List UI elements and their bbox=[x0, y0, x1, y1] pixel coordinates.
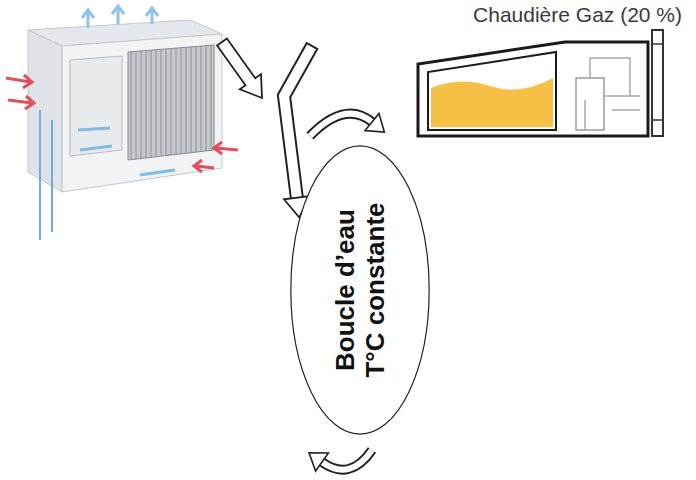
heat-pump-illustration bbox=[214, 142, 238, 154]
boiler-building-illustration bbox=[428, 52, 556, 130]
boiler-building-illustration bbox=[576, 78, 604, 130]
heat-pump-illustration bbox=[6, 75, 32, 88]
connector-outline bbox=[284, 46, 312, 198]
circulation-arrow bbox=[365, 114, 384, 133]
circulation-arrow bbox=[310, 114, 384, 137]
circulation-arrow bbox=[310, 114, 372, 136]
heat-pump-illustration bbox=[82, 10, 94, 28]
boiler-building-illustration bbox=[652, 30, 663, 136]
boiler-building-illustration bbox=[418, 30, 663, 136]
node-label: Chaudière Gaz (20 %) bbox=[312, 2, 682, 28]
heat-pump-illustration bbox=[6, 6, 238, 240]
circulation-arrow bbox=[310, 114, 372, 136]
connector-tail bbox=[306, 43, 318, 50]
heat-pump-illustration bbox=[28, 30, 62, 192]
circulation-arrow bbox=[322, 450, 372, 470]
heat-pump-illustration bbox=[78, 128, 175, 175]
boiler-building-illustration bbox=[585, 58, 640, 130]
heat-pump-illustration bbox=[194, 160, 214, 172]
heat-pump-illustration bbox=[40, 110, 52, 240]
ellipse-outline bbox=[291, 146, 429, 434]
connector-fill bbox=[284, 46, 312, 198]
heat-pump-illustration bbox=[128, 45, 214, 160]
circulation-arrow bbox=[309, 453, 328, 471]
heat-pump-illustration bbox=[8, 96, 34, 109]
boiler-building-illustration bbox=[652, 44, 663, 120]
heat-pump-illustration bbox=[70, 56, 122, 156]
node-label: Boucle d’eau T°C constante bbox=[330, 190, 390, 390]
boiler-building-illustration bbox=[418, 42, 648, 136]
hollow-arrow bbox=[217, 39, 262, 99]
heat-pump-illustration bbox=[62, 34, 222, 192]
heat-pump-illustration bbox=[146, 8, 158, 24]
water-loop-ellipse: Boucle d’eau T°C constante bbox=[290, 145, 430, 435]
circulation-arrow bbox=[309, 450, 372, 471]
heat-pump-illustration bbox=[112, 6, 124, 24]
circulation-arrow bbox=[322, 450, 372, 470]
boiler-group: Chaudière Gaz (20 %) bbox=[312, 0, 692, 140]
boiler-building-illustration bbox=[431, 78, 553, 127]
